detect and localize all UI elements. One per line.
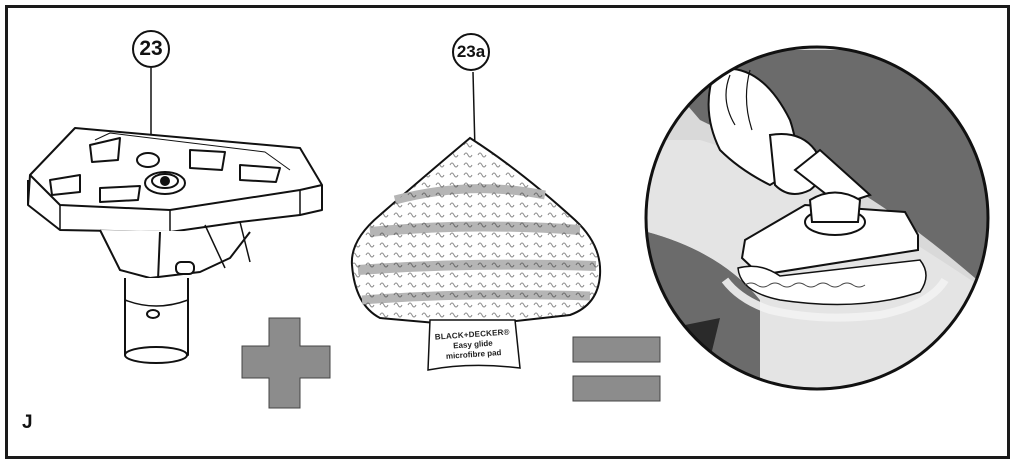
callout-23: 23 [132, 30, 170, 68]
callout-23a: 23a [452, 33, 490, 71]
plus-sign [242, 318, 330, 408]
equals-sign [573, 337, 660, 401]
in-use-scene [640, 47, 1000, 420]
microfibre-pad [352, 72, 600, 370]
panel-letter: J [22, 412, 33, 434]
